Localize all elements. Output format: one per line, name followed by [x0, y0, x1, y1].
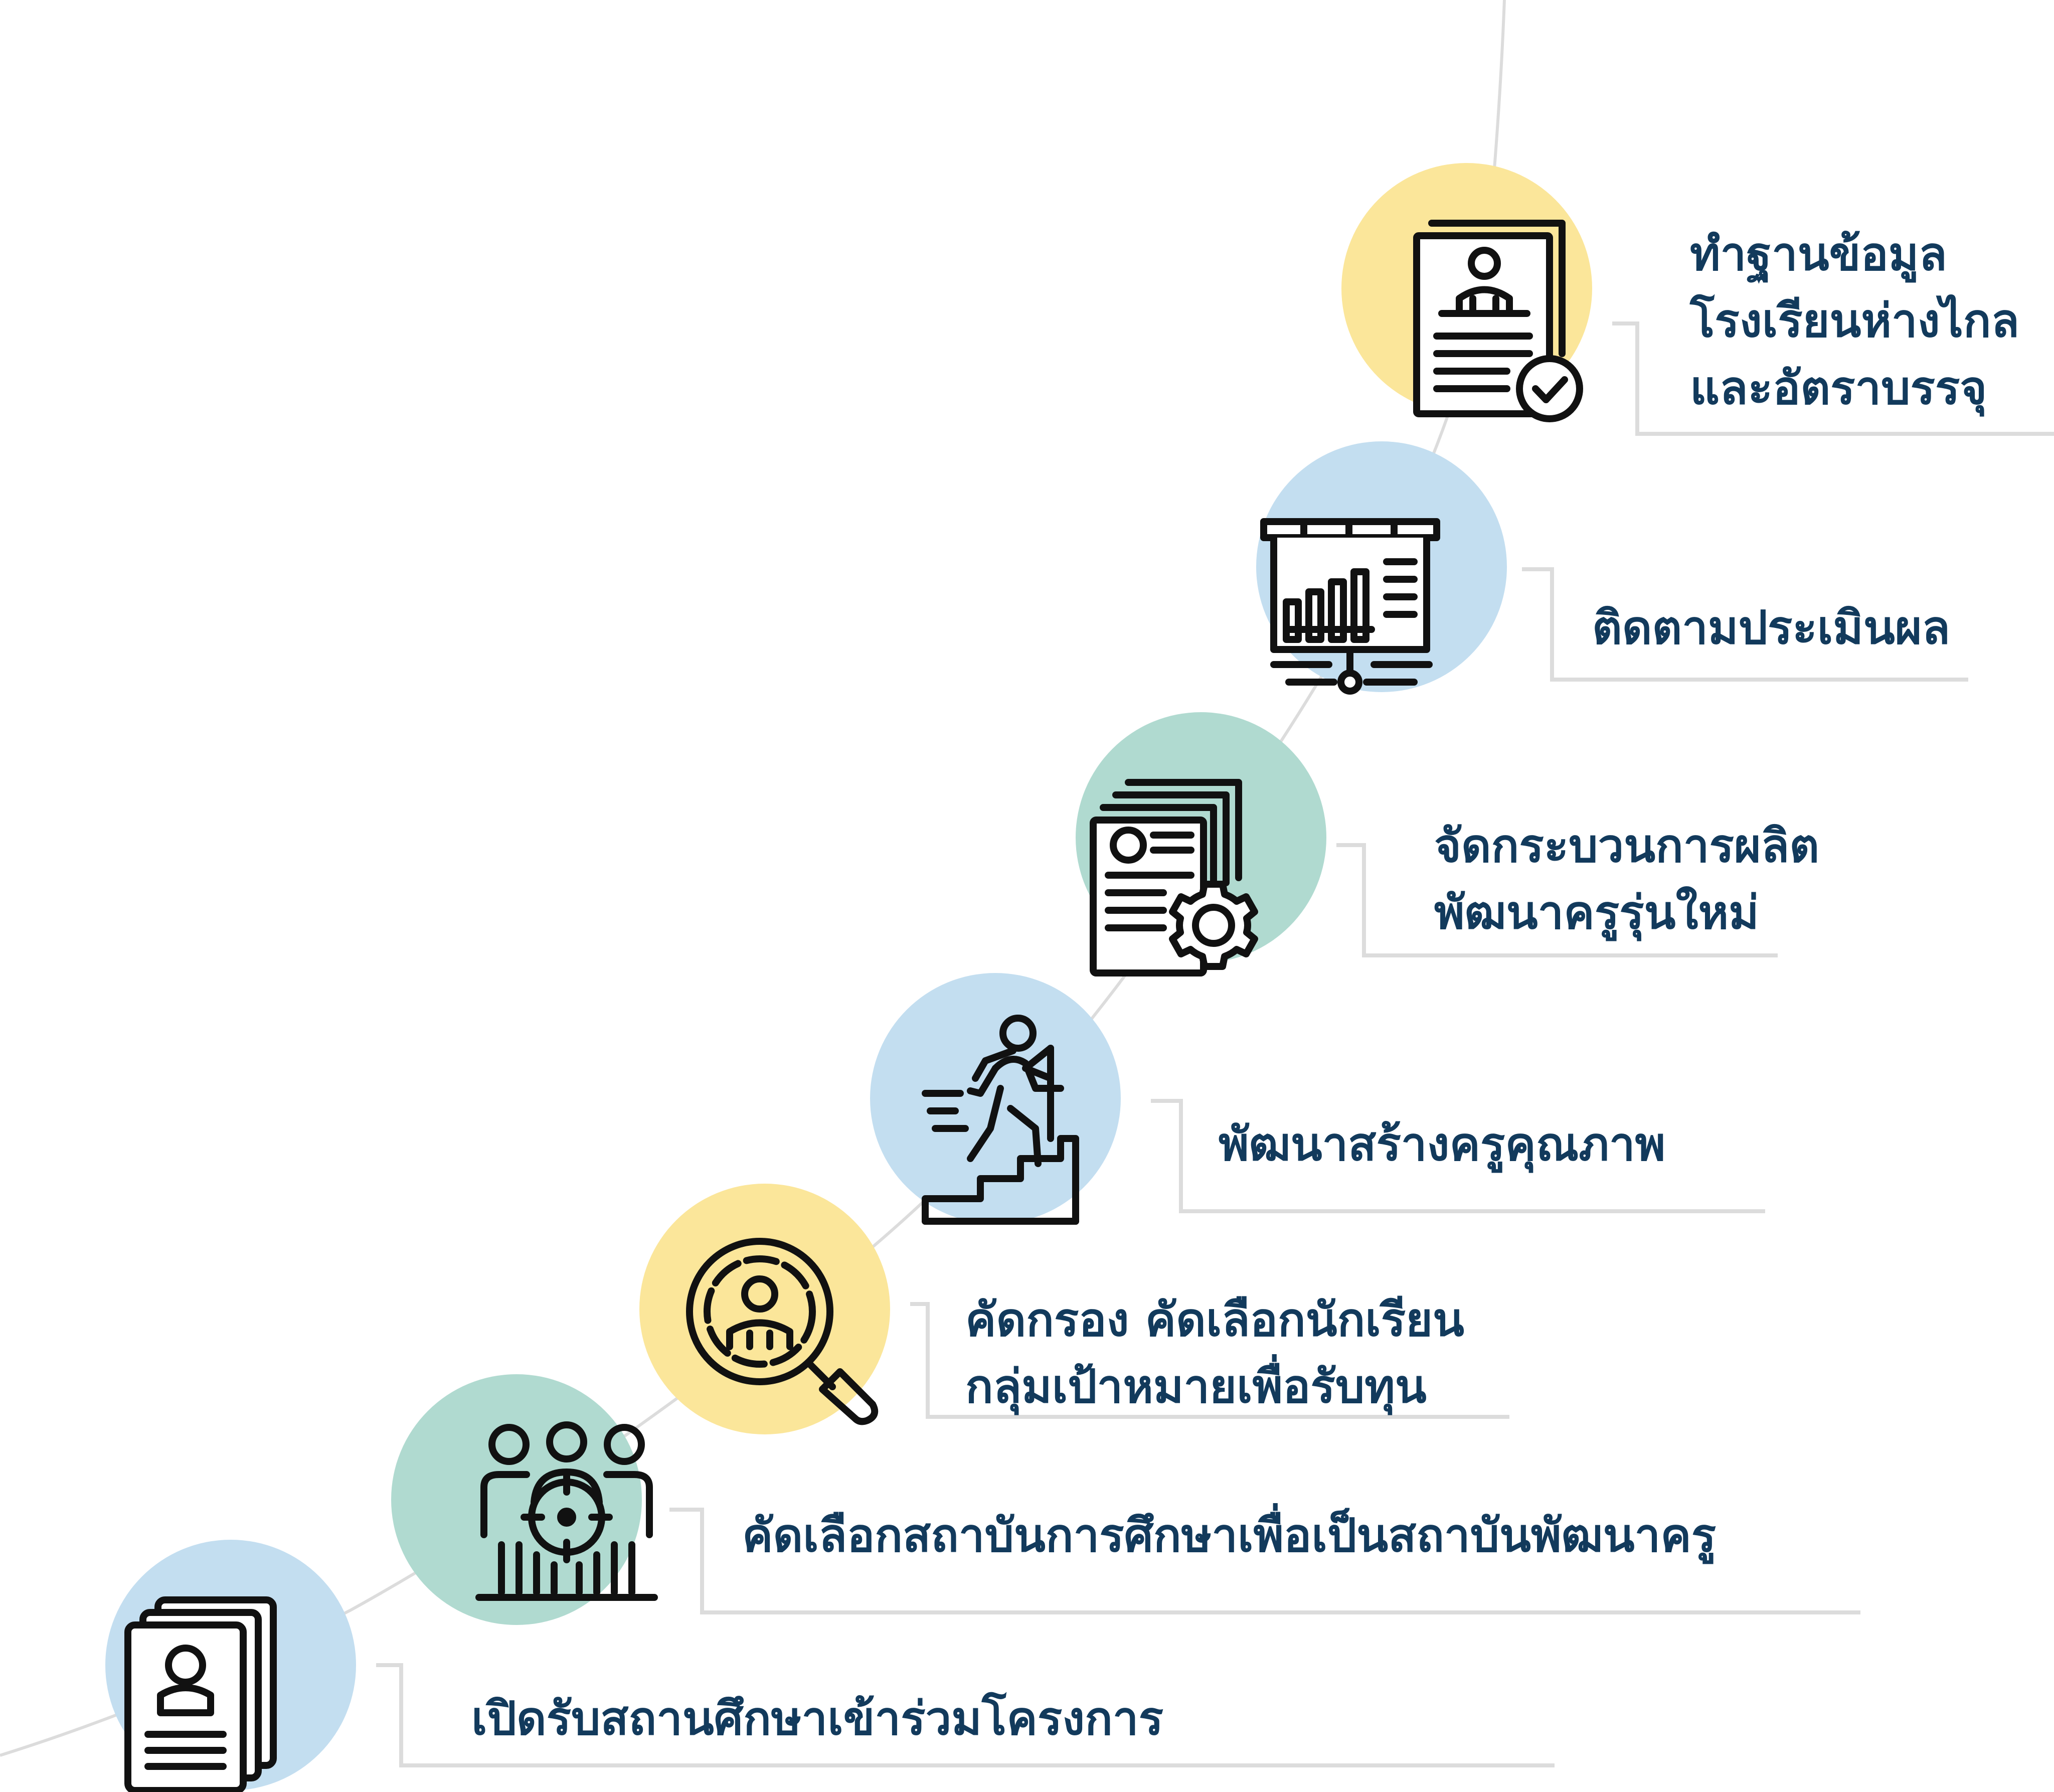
connector-line-open-enrollment	[376, 1663, 1555, 1767]
step-label-line: และอัตราบรรจุ	[1690, 361, 1987, 415]
step-label-production-process: จัดกระบวนการผลิตพัฒนาครูรุ่นใหม่	[1434, 812, 1819, 946]
resume-check-icon	[1413, 220, 1583, 422]
connector-line-develop-teachers	[1151, 1099, 1765, 1213]
stair-climber-flag-icon	[922, 1015, 1079, 1225]
magnifier-person-icon	[686, 1238, 879, 1425]
connector-line-production-process	[1336, 843, 1778, 957]
connector-line-select-institutions	[669, 1508, 1860, 1614]
step-label-line: โรงเรียนห่างไกล	[1690, 294, 2019, 348]
step-label-line: ติดตามประเมินผล	[1592, 601, 1951, 655]
step-label-line: ทำฐานข้อมูล	[1690, 227, 1947, 281]
connector-line-screen-students	[910, 1302, 1509, 1419]
step-label-line: พัฒนาสร้างครูคุณภาพ	[1219, 1117, 1666, 1171]
step-label-open-enrollment: เปิดรับสถานศึกษาเข้าร่วมโครงการ	[471, 1685, 1163, 1752]
connector-line-remote-schools-database	[1612, 321, 2054, 436]
step-label-line: คัดกรอง คัดเลือกนักเรียน	[965, 1293, 1464, 1347]
step-label-line: จัดกระบวนการผลิต	[1434, 819, 1819, 873]
step-label-line: กลุ่มเป้าหมายเพื่อรับทุน	[965, 1360, 1427, 1414]
step-label-line: คัดเลือกสถาบันการศึกษาเพื่อเป็นสถาบันพัฒ…	[742, 1509, 1717, 1562]
step-label-remote-schools-database: ทำฐานข้อมูลโรงเรียนห่างไกลและอัตราบรรจุ	[1690, 221, 2019, 421]
documents-gear-icon	[1090, 779, 1258, 976]
group-target-icon	[475, 1421, 658, 1601]
step-label-select-institutions: คัดเลือกสถาบันการศึกษาเพื่อเป็นสถาบันพัฒ…	[742, 1502, 1716, 1569]
step-label-screen-students: คัดกรอง คัดเลือกนักเรียนกลุ่มเป้าหมายเพื…	[965, 1286, 1464, 1420]
presentation-bar-chart-icon	[1260, 518, 1440, 695]
step-label-line: เปิดรับสถานศึกษาเข้าร่วมโครงการ	[471, 1692, 1163, 1745]
step-label-develop-teachers: พัฒนาสร้างครูคุณภาพ	[1219, 1111, 1665, 1178]
step-label-line: พัฒนาครูรุ่นใหม่	[1434, 886, 1759, 940]
document-stack-person-icon	[124, 1596, 277, 1792]
step-label-monitor-evaluate: ติดตามประเมินผล	[1592, 594, 1950, 661]
connector-line-monitor-evaluate	[1522, 567, 1968, 682]
